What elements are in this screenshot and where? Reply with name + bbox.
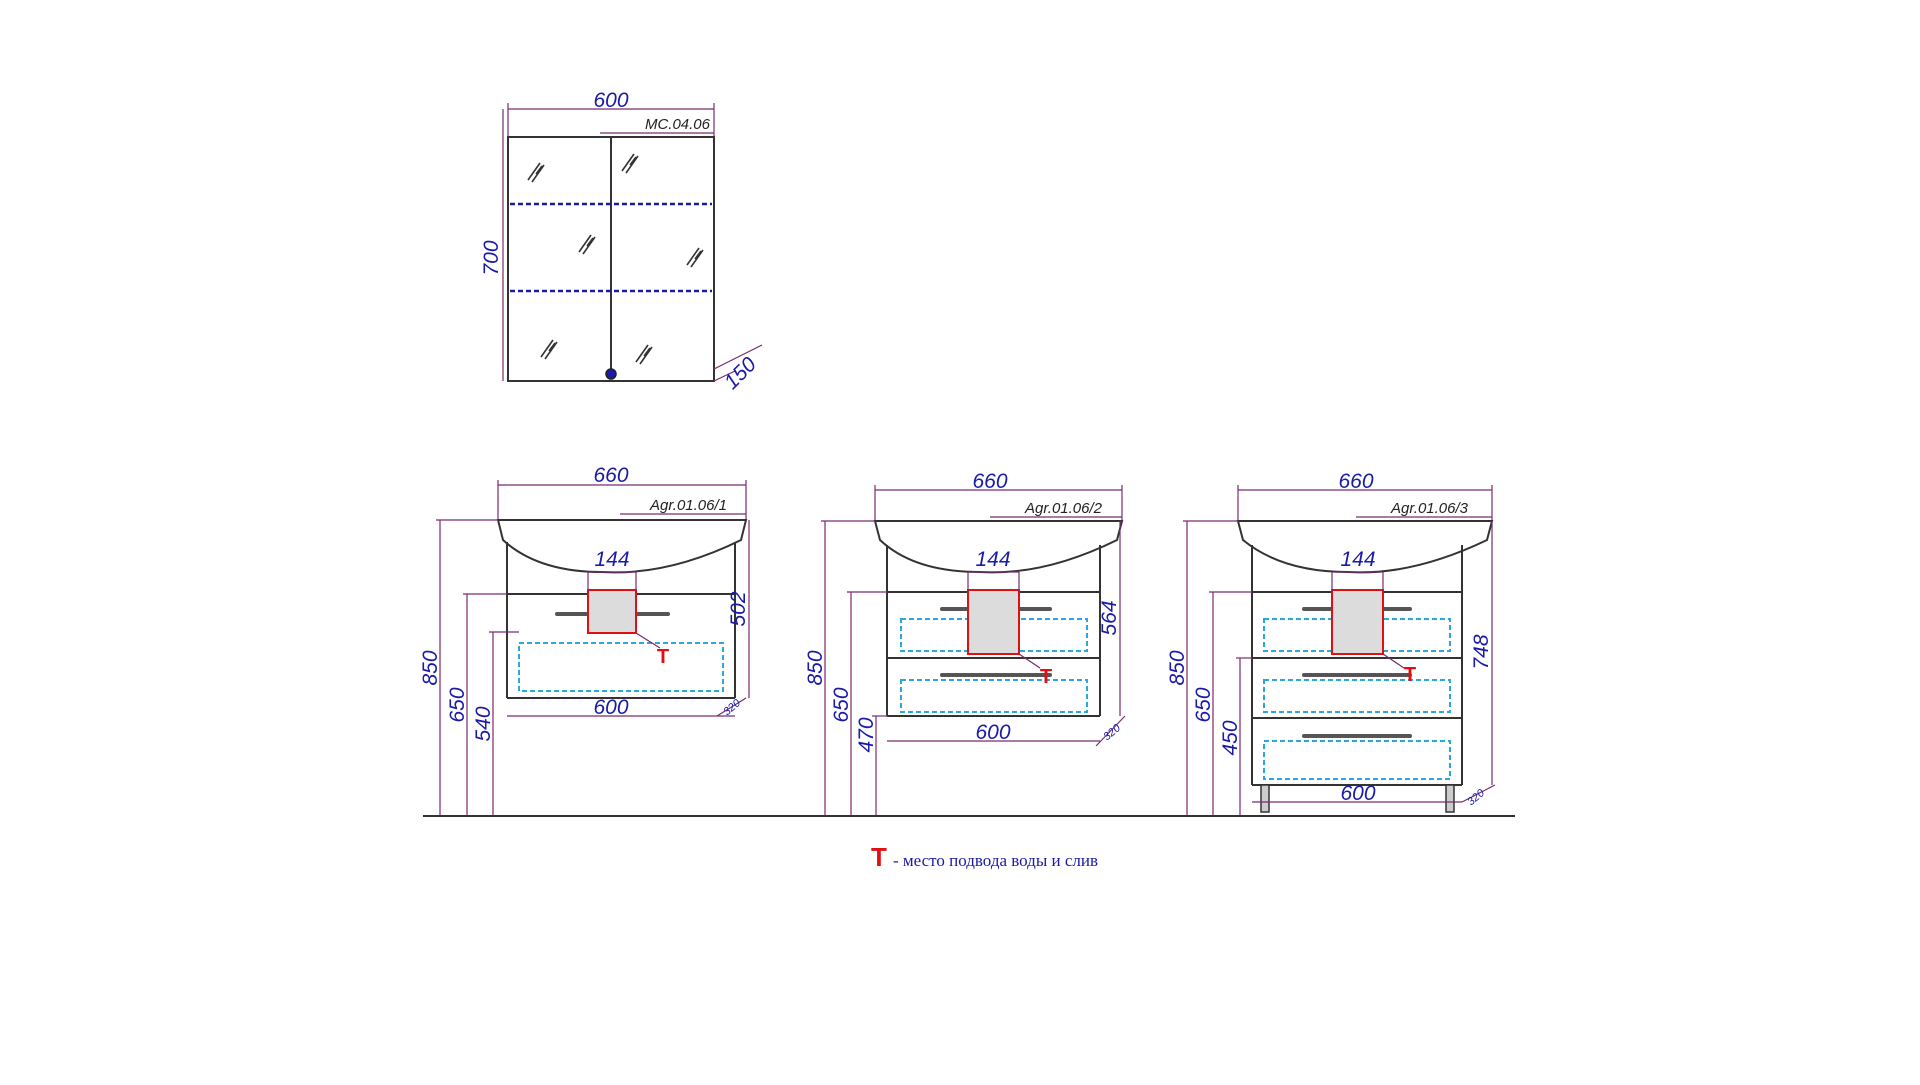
side-height: 502: [727, 591, 750, 626]
depth: 320: [1101, 722, 1123, 744]
pipe-zone: [587, 589, 637, 634]
legend: T - место подвода воды и слив: [871, 842, 1098, 872]
tee-marker: T: [1404, 664, 1416, 686]
mirror-cabinet: 600 MC.04.06 700 150: [480, 89, 763, 394]
drawer-inner: [1263, 740, 1451, 780]
body-width: 600: [975, 721, 1010, 744]
side-height: 748: [1470, 634, 1493, 669]
total-height: 850: [1166, 650, 1189, 685]
dim-line: [713, 344, 763, 370]
leader: [1382, 653, 1405, 669]
mirror-width: 600: [593, 89, 628, 112]
vanity-cabinet-3: 660 Agr.01.06/3 144 T 600 320 850: [1166, 470, 1496, 816]
height-650: 650: [830, 687, 853, 722]
drawer-inner: [518, 642, 724, 692]
legend-marker: T: [871, 842, 887, 872]
vanity-cabinet-2: 660 Agr.01.06/2 144 T 600 320 850 650 47…: [804, 470, 1126, 816]
legend-text: - место подвода воды и слив: [893, 851, 1098, 870]
tee-width: 144: [1340, 548, 1375, 571]
tee-width: 144: [975, 548, 1010, 571]
cabinet-leg: [1260, 784, 1270, 813]
pipe-zone: [967, 589, 1020, 655]
cabinet-leg: [1445, 784, 1455, 813]
body-width: 600: [593, 696, 628, 719]
total-height: 850: [419, 650, 442, 685]
drawer-inner: [1263, 679, 1451, 713]
dim-line: [1461, 784, 1496, 803]
depth: 320: [721, 697, 743, 719]
light-switch-icon: [605, 368, 617, 380]
height-650: 650: [1192, 687, 1215, 722]
dim-line: [716, 697, 747, 717]
cabinet-code: Agr.01.06/3: [1390, 500, 1469, 517]
height-650: 650: [446, 687, 469, 722]
leader: [635, 632, 661, 649]
top-width: 660: [593, 464, 628, 487]
dim-line: [713, 370, 736, 382]
body-width: 600: [1340, 782, 1375, 805]
reflection-icon: [527, 153, 704, 365]
inner-height: 540: [472, 706, 495, 741]
pipe-zone: [1331, 589, 1384, 655]
mirror-code: MC.04.06: [645, 116, 711, 133]
inner-height: 470: [855, 717, 878, 752]
vanity-cabinet-1: 660 Agr.01.06/1 144 T 600 320 850 650 54…: [419, 464, 750, 816]
side-height: 564: [1098, 600, 1121, 635]
tee-marker: T: [657, 646, 669, 668]
dim-line: [1095, 715, 1126, 747]
cabinet-code: Agr.01.06/1: [649, 497, 727, 514]
drawer-inner: [900, 679, 1088, 713]
leader: [1018, 653, 1041, 669]
mirror-depth: 150: [720, 353, 761, 394]
tee-marker: T: [1040, 666, 1052, 688]
inner-height: 450: [1219, 720, 1242, 755]
top-width: 660: [1338, 470, 1373, 493]
tee-width: 144: [594, 548, 629, 571]
cabinet-code: Agr.01.06/2: [1024, 500, 1103, 517]
mirror-height: 700: [480, 240, 503, 275]
total-height: 850: [804, 650, 827, 685]
top-width: 660: [972, 470, 1007, 493]
